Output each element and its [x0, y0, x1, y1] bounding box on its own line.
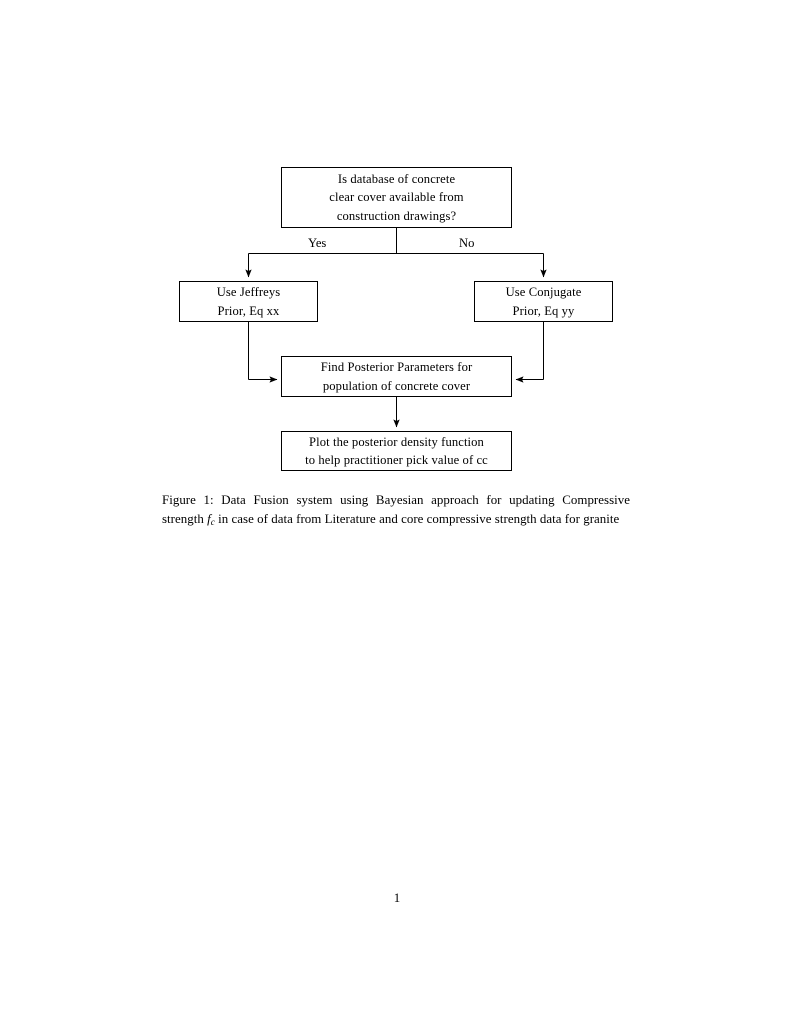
- flow-node-decision: Is database of concrete clear cover avai…: [281, 167, 512, 228]
- figure-caption-part-2: in case of data from Literature and core…: [214, 512, 620, 527]
- flow-node-conjugate-prior-line-2: Prior, Eq yy: [512, 303, 575, 318]
- page-number: 1: [393, 891, 401, 905]
- edge-label-yes: Yes: [308, 236, 327, 250]
- figure-caption-symbol-subscript: c: [210, 518, 215, 529]
- flow-node-jeffreys-prior-line-2: Prior, Eq xx: [217, 303, 280, 318]
- flowchart-connectors: [245, 228, 547, 428]
- flow-node-conjugate-prior: Use Conjugate Prior, Eq yy: [474, 281, 613, 322]
- figure-caption-symbol-base: f: [207, 512, 211, 527]
- flow-node-find-posterior-parameters: Find Posterior Parameters for population…: [281, 356, 512, 397]
- flow-node-decision-line-3: construction drawings?: [336, 208, 457, 223]
- flow-node-find-posterior-parameters-line-1: Find Posterior Parameters for: [320, 360, 473, 374]
- flow-node-conjugate-prior-line-1: Use Conjugate: [505, 285, 582, 299]
- flow-node-find-posterior-parameters-line-2: population of concrete cover: [322, 378, 471, 393]
- flow-node-plot-posterior-density: Plot the posterior density function to h…: [281, 431, 512, 471]
- edge-label-no: No: [459, 236, 475, 250]
- flow-node-decision-line-1: Is database of concrete: [337, 171, 456, 186]
- figure-caption-part-1: Figure 1: Data Fusion system using Bayes…: [162, 493, 630, 527]
- flow-node-jeffreys-prior: Use Jeffreys Prior, Eq xx: [179, 281, 318, 322]
- flow-node-jeffreys-prior-line-1: Use Jeffreys: [216, 285, 281, 299]
- figure-caption: Figure 1: Data Fusion system using Bayes…: [162, 491, 630, 534]
- figure-caption-symbol-fc: fc: [207, 512, 215, 529]
- flow-node-decision-line-2: clear cover available from: [329, 190, 464, 205]
- edge-decision-split: [248, 228, 544, 254]
- flow-node-plot-posterior-density-line-2: to help practitioner pick value of cc: [305, 453, 488, 467]
- flow-node-plot-posterior-density-line-1: Plot the posterior density function: [309, 434, 484, 449]
- figure-1-canvas: Is database of concrete clear cover avai…: [0, 0, 794, 500]
